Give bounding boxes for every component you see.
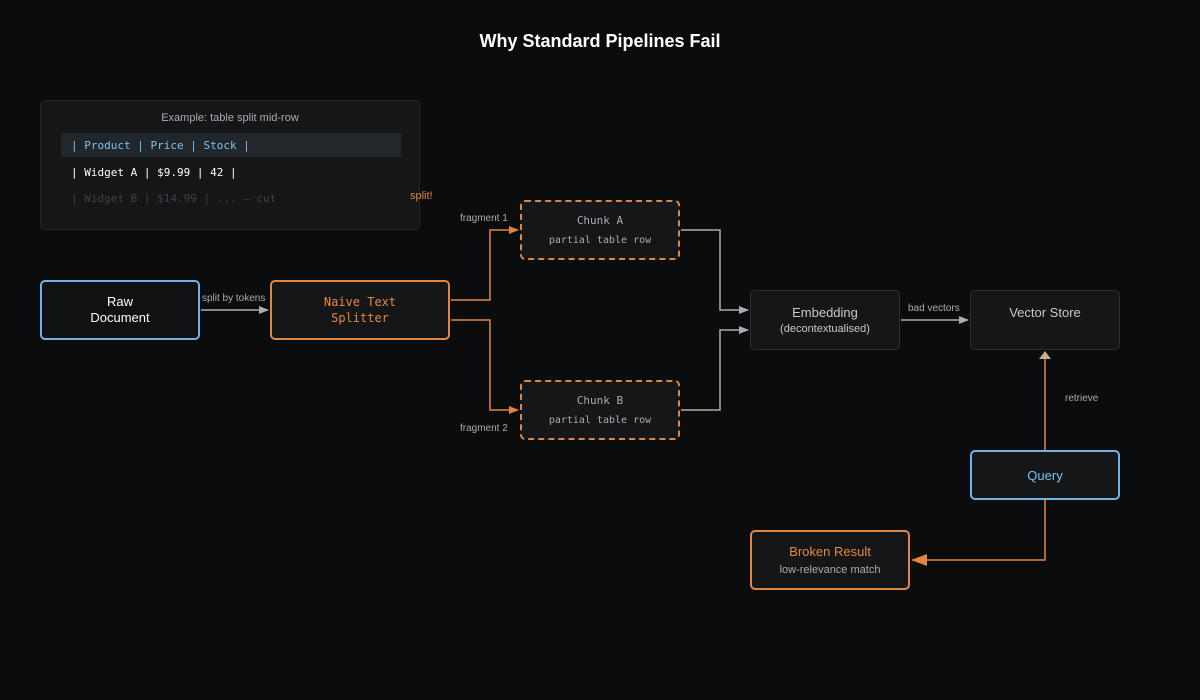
- edge-label-split-by-tokens: split by tokens: [202, 293, 266, 304]
- node-vector-store: Vector Store: [970, 290, 1120, 350]
- split-label: split!: [410, 190, 433, 202]
- splitter-line1: Naive Text: [323, 295, 397, 309]
- raw-document-line1: Raw: [106, 294, 133, 309]
- edge-label-bad-vectors: bad vectors: [908, 303, 960, 314]
- node-chunk-a: Chunk A partial table row: [520, 200, 680, 260]
- query-label: Query: [1027, 467, 1063, 483]
- edge-chunk-a-to-embedding: [681, 229, 749, 314]
- vector-store-label: Vector Store: [1009, 305, 1081, 320]
- edge-splitter-to-chunk-b: [451, 319, 519, 414]
- table-row-widget-a: | Widget A | $9.99 | 42 |: [71, 166, 237, 179]
- example-panel: Example: table split mid-row | Product |…: [40, 100, 420, 230]
- node-query: Query: [970, 450, 1120, 500]
- edge-splitter-to-chunk-a: [451, 226, 519, 301]
- embedding-subtitle: (decontextualised): [780, 323, 870, 335]
- node-raw-document: Raw Document: [40, 280, 200, 340]
- raw-document-line2: Document: [90, 310, 150, 325]
- embedding-title: Embedding: [792, 305, 858, 320]
- edge-chunk-b-to-embedding: [681, 326, 749, 411]
- table-row-widget-b: | Widget B | $14.99 | ... — cut: [71, 192, 277, 205]
- broken-result-subtitle: low-relevance match: [779, 564, 881, 576]
- chunk-b-subtitle: partial table row: [548, 415, 652, 426]
- splitter-line2: Splitter: [331, 311, 389, 325]
- node-chunk-b: Chunk B partial table row: [520, 380, 680, 440]
- diagram-title: Why Standard Pipelines Fail: [479, 31, 721, 51]
- node-naive-text-splitter: Naive Text Splitter: [270, 280, 450, 340]
- table-header-row: | Product | Price | Stock |: [61, 133, 401, 157]
- example-caption: Example: table split mid-row: [161, 112, 299, 124]
- broken-result-title: Broken Result: [789, 544, 871, 559]
- chunk-b-title: Chunk B: [576, 394, 624, 407]
- node-broken-result: Broken Result low-relevance match: [750, 530, 910, 590]
- edge-label-retrieve: retrieve: [1065, 393, 1099, 404]
- node-embedding: Embedding (decontextualised): [750, 290, 900, 350]
- chunk-a-subtitle: partial table row: [548, 235, 652, 246]
- chunk-a-title: Chunk A: [576, 214, 624, 227]
- edge-label-fragment-2: fragment 2: [460, 423, 508, 434]
- edge-label-fragment-1: fragment 1: [460, 213, 508, 224]
